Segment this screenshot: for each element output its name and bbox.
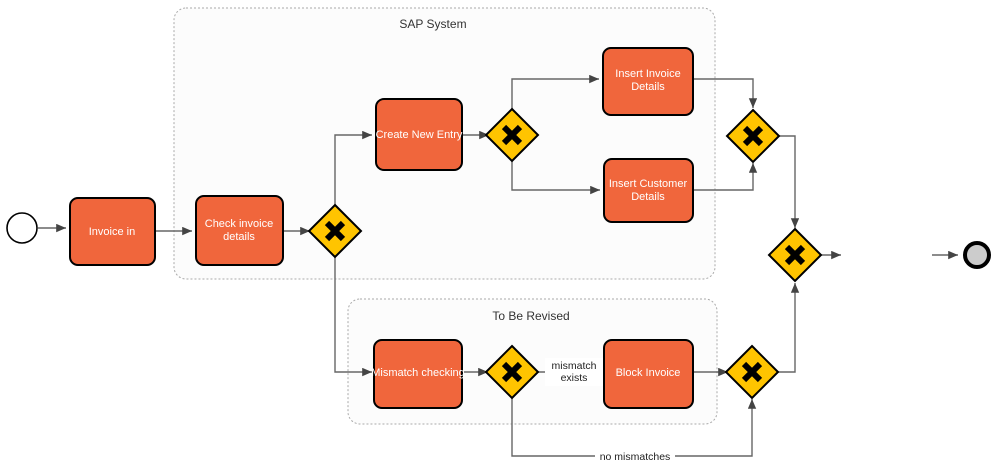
task-check-invoice-details-label-line1: Check invoice bbox=[205, 218, 273, 230]
task-create-new-entry-shape[interactable] bbox=[375, 98, 463, 171]
gateway-join-insert[interactable] bbox=[725, 108, 781, 164]
gateway-split-mismatch[interactable] bbox=[484, 344, 540, 400]
exclusive-x-icon bbox=[784, 244, 806, 266]
task-invoice-in[interactable]: Invoice in bbox=[69, 197, 156, 266]
task-create-new-entry[interactable]: Create New Entry bbox=[375, 98, 463, 171]
task-invoice-in-shape[interactable] bbox=[69, 197, 156, 266]
task-check-invoice-details-label-line2: details bbox=[223, 231, 255, 243]
flow-gw-join-revised-to-gw-join-final bbox=[777, 283, 800, 373]
task-mismatch-checking[interactable]: Mismatch checking bbox=[371, 339, 465, 409]
task-mismatch-checking-label: Mismatch checking bbox=[371, 367, 465, 379]
pool-to-be-revised-label: To Be Revised bbox=[492, 309, 569, 323]
task-mismatch-checking-shape[interactable] bbox=[373, 339, 463, 409]
flow-gw-split-main-to-mismatch-checking bbox=[334, 256, 372, 377]
task-insert-customer-details[interactable]: Insert Customer Details bbox=[603, 158, 694, 223]
task-insert-customer-details-label-line1: Insert Customer bbox=[609, 178, 688, 190]
task-invoice-in-label: Invoice in bbox=[89, 226, 135, 238]
edge-label-no-mismatches-line1: no mismatches bbox=[600, 451, 671, 463]
exclusive-x-icon bbox=[501, 124, 523, 146]
task-insert-customer-details-shape[interactable] bbox=[603, 158, 694, 223]
start-event[interactable] bbox=[6, 212, 38, 244]
edge-label-mismatch-exists-line1: mismatch bbox=[552, 360, 597, 372]
edge-label-mismatch-exists-bg bbox=[545, 358, 603, 386]
flow-insert-customer-details-to-gw-join-insert bbox=[693, 163, 758, 191]
gateway-split-main[interactable] bbox=[307, 203, 363, 259]
exclusive-x-icon bbox=[741, 361, 763, 383]
task-block-invoice-shape[interactable] bbox=[603, 339, 694, 409]
exclusive-x-icon bbox=[501, 361, 523, 383]
task-insert-invoice-details-shape[interactable] bbox=[602, 47, 694, 116]
task-create-new-entry-label: Create New Entry bbox=[376, 129, 463, 141]
flow-gw-split-insert-to-insert-customer-details bbox=[511, 160, 600, 195]
gateway-split-insert[interactable] bbox=[484, 107, 540, 163]
edge-label-no-mismatches-bg bbox=[595, 449, 675, 464]
edge-label-mismatch-exists-line2: exists bbox=[561, 372, 588, 384]
flow-gw-split-insert-to-insert-invoice-details bbox=[511, 74, 599, 110]
task-insert-invoice-details-label-line1: Insert Invoice bbox=[615, 68, 680, 80]
exclusive-x-icon bbox=[742, 125, 764, 147]
flow-insert-invoice-details-to-gw-join-insert bbox=[693, 78, 758, 108]
task-insert-invoice-details[interactable]: Insert Invoice Details bbox=[602, 47, 694, 116]
task-check-invoice-details[interactable]: Check invoice details bbox=[195, 195, 284, 266]
flow-gw-split-main-to-create-new-entry bbox=[334, 130, 372, 206]
task-block-invoice[interactable]: Block Invoice bbox=[603, 339, 694, 409]
edge-label-mismatch-exists: mismatch exists bbox=[545, 358, 603, 386]
edge-label-no-mismatches: no mismatches bbox=[595, 449, 675, 464]
task-check-invoice-details-shape[interactable] bbox=[195, 195, 284, 266]
end-event[interactable] bbox=[963, 241, 991, 269]
exclusive-x-icon bbox=[324, 220, 346, 242]
flow-gw-join-insert-to-gw-join-final bbox=[778, 135, 800, 228]
task-block-invoice-label: Block Invoice bbox=[616, 367, 681, 379]
pool-sap-system-label: SAP System bbox=[399, 17, 466, 31]
gateway-join-revised[interactable] bbox=[724, 344, 780, 400]
task-insert-customer-details-label-line2: Details bbox=[631, 191, 665, 203]
task-insert-invoice-details-label-line2: Details bbox=[631, 81, 665, 93]
gateway-join-final[interactable] bbox=[767, 227, 823, 283]
